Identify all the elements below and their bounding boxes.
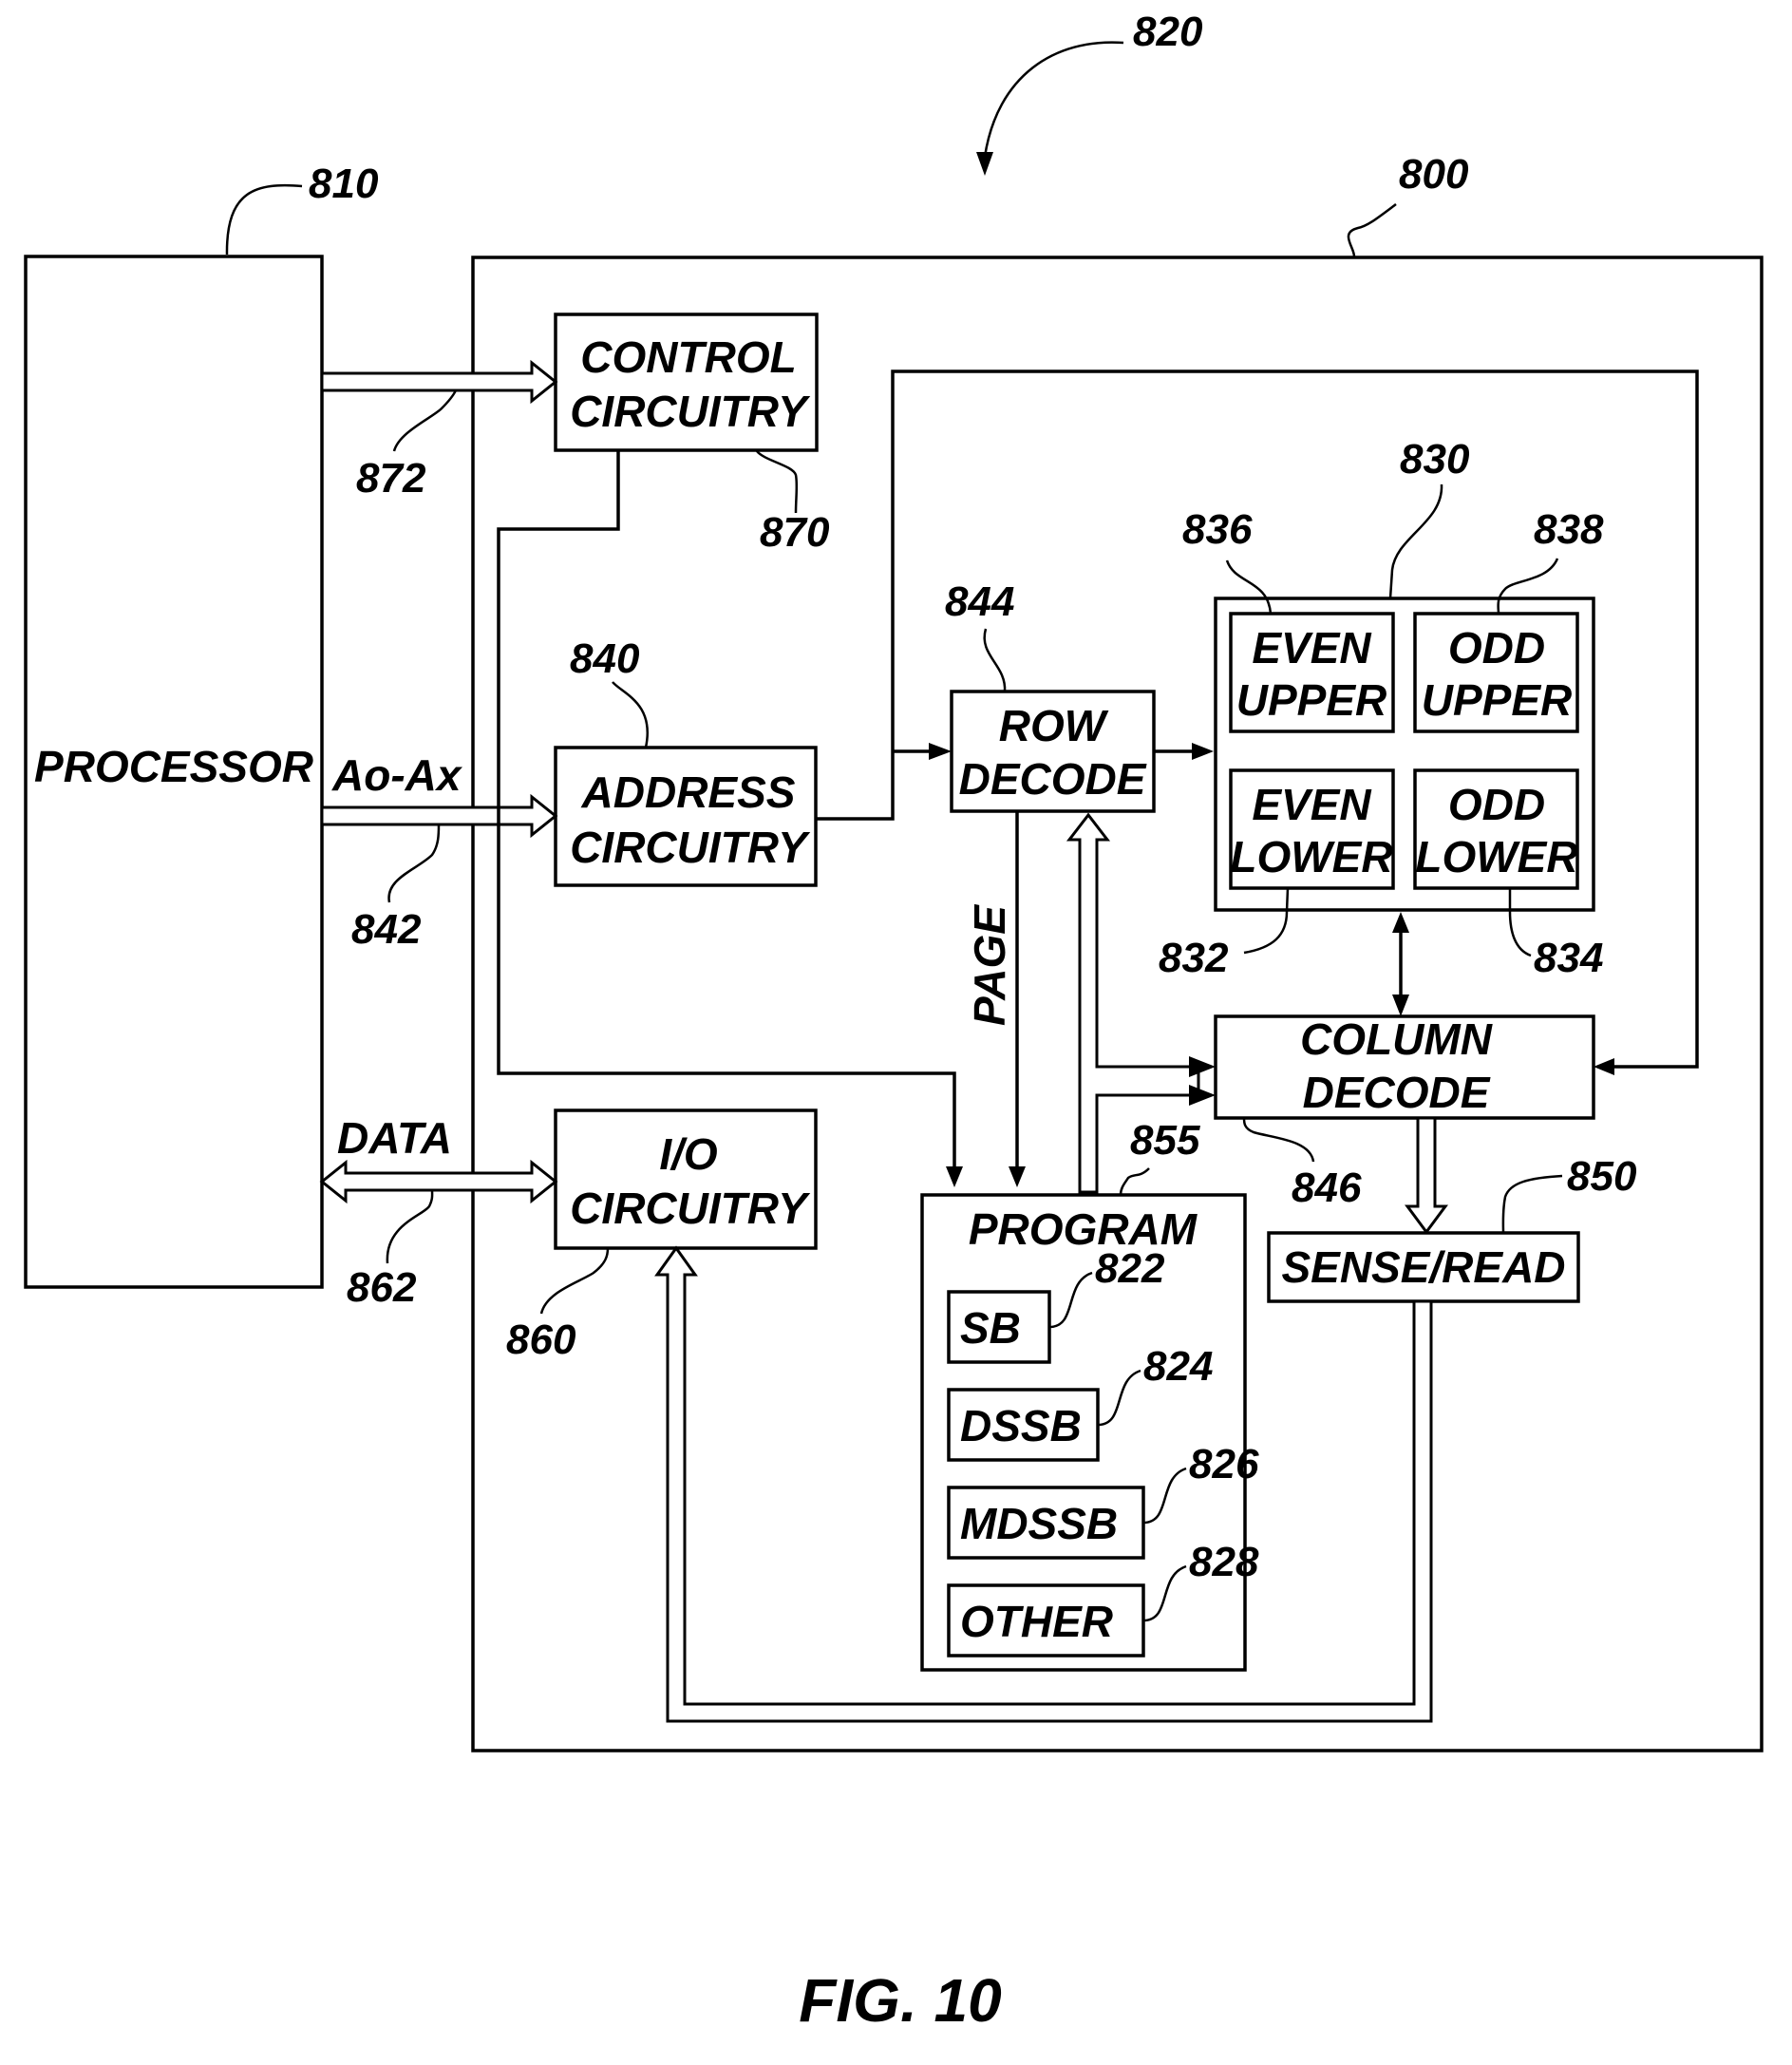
odd-lower-ref: 834	[1534, 935, 1603, 981]
odd-upper-ref: 838	[1534, 506, 1604, 553]
row-decode-ref: 844	[945, 578, 1014, 625]
even-upper-line1: EVEN	[1252, 623, 1371, 673]
row-decode-line2: DECODE	[959, 754, 1147, 804]
address-circuitry-line1: ADDRESS	[581, 767, 796, 817]
even-lower-ref: 832	[1159, 935, 1229, 981]
address-circuitry-line2: CIRCUITRY	[570, 823, 811, 872]
system-ref-arrowhead	[976, 152, 993, 176]
column-decode-line1: COLUMN	[1300, 1014, 1493, 1064]
control-circuitry-line2: CIRCUITRY	[570, 387, 811, 436]
odd-upper-line2: UPPER	[1422, 675, 1572, 725]
data-bus-label: DATA	[337, 1113, 452, 1163]
even-lower-line2: LOWER	[1230, 832, 1392, 881]
column-decode-ref: 846	[1292, 1165, 1362, 1211]
system-ref: 820	[1133, 9, 1203, 55]
memory-device-ref-leader	[1349, 204, 1396, 256]
even-upper-ref: 836	[1182, 506, 1253, 553]
memory-device-ref: 800	[1399, 151, 1469, 198]
processor-ref: 810	[309, 161, 379, 207]
odd-lower-line1: ODD	[1448, 780, 1545, 829]
odd-lower-line2: LOWER	[1415, 832, 1577, 881]
even-upper-line2: UPPER	[1236, 675, 1386, 725]
even-lower-line1: EVEN	[1252, 780, 1371, 829]
sense-read-ref: 850	[1567, 1153, 1637, 1200]
program-mdssb-ref: 826	[1189, 1441, 1259, 1487]
figure-caption: FIG. 10	[799, 1966, 1001, 2035]
processor-ref-leader	[227, 185, 302, 255]
memory-array-ref: 830	[1400, 436, 1470, 483]
data-bus-ref-leader	[387, 1190, 432, 1263]
control-bus-ref: 872	[356, 455, 426, 502]
sense-read-label: SENSE/READ	[1281, 1242, 1565, 1292]
io-circuitry-line1: I/O	[659, 1129, 718, 1179]
program-dssb-ref: 824	[1143, 1343, 1213, 1390]
program-ref: 855	[1130, 1117, 1200, 1164]
program-dssb-label: DSSB	[960, 1401, 1082, 1450]
page-label: PAGE	[965, 904, 1014, 1026]
processor-label: PROCESSOR	[34, 742, 313, 791]
address-bus-ref-leader	[389, 824, 439, 902]
program-sb-label: SB	[960, 1303, 1021, 1353]
io-circuitry-line2: CIRCUITRY	[570, 1184, 811, 1233]
row-decode-line1: ROW	[999, 701, 1109, 750]
program-sb-ref: 822	[1095, 1245, 1165, 1292]
control-circuitry-ref: 870	[760, 509, 830, 556]
odd-upper-line1: ODD	[1448, 623, 1545, 673]
address-bus-label: Ao-Ax	[331, 750, 463, 800]
system-ref-arrow	[985, 43, 1123, 157]
address-circuitry-ref: 840	[570, 635, 640, 682]
program-other-label: OTHER	[960, 1597, 1113, 1646]
address-bus-ref: 842	[351, 906, 422, 953]
data-bus-ref: 862	[347, 1264, 417, 1311]
program-other-ref: 828	[1189, 1539, 1259, 1585]
column-decode-line2: DECODE	[1303, 1068, 1491, 1117]
control-bus-ref-leader	[394, 390, 456, 451]
program-mdssb-label: MDSSB	[960, 1499, 1118, 1548]
control-circuitry-line1: CONTROL	[580, 332, 796, 382]
io-circuitry-ref: 860	[506, 1317, 576, 1363]
